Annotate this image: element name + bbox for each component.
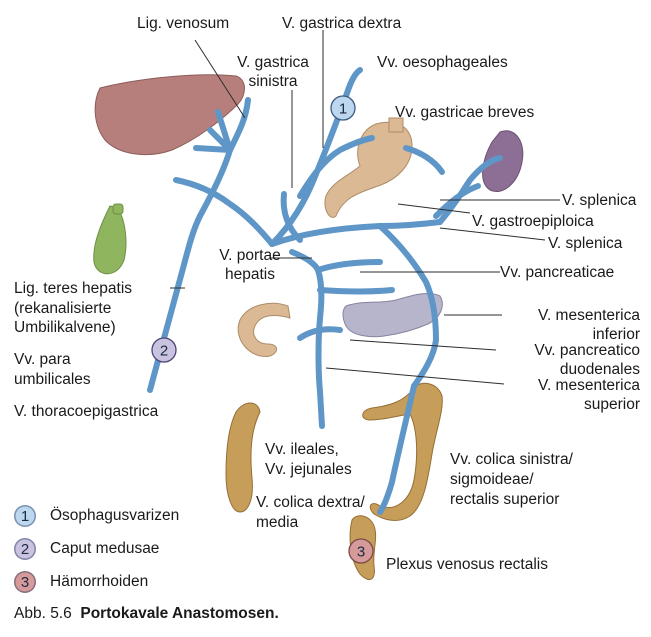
marker-2: 2 [151,337,177,363]
label-v-portae-2: hepatis [225,266,275,283]
legend-badge-3: 3 [14,571,36,593]
label-vv-pancreaticae: Vv. pancreaticae [500,264,615,281]
caption-title: Portokavale Anastomosen. [80,605,279,622]
colon-left [362,382,443,521]
legend-text-1: Ösophagusvarizen [50,507,180,524]
gallbladder-duct [112,203,124,215]
label-v-thoracoepigastrica: V. thoracoepigastrica [14,403,159,420]
marker-2-label: 2 [160,343,168,360]
label-v-splenica-1: V. splenica [562,192,637,209]
label-v-colica-dextra-2: media [256,514,299,531]
legend-badge-2: 2 [14,538,36,560]
label-vv-ileales-1: Vv. ileales, [265,441,339,458]
label-plexus-venosus-rectalis: Plexus venosus rectalis [386,556,548,573]
vein-network [147,67,503,515]
label-v-mes-inf-2: inferior [592,326,640,343]
legend-item-3: 3 Hämorrhoiden [14,570,148,594]
legend-text-3: Hämorrhoiden [50,573,149,590]
label-v-gastroepiploica: V. gastroepiploica [472,213,594,230]
label-v-gastrica-sinistra-1: V. gastrica [237,54,309,71]
label-lig-venosum: Lig. venosum [137,15,230,32]
label-vv-oesophageales: Vv. oesophageales [377,54,508,71]
legend-item-1: 1 Ösophagusvarizen [14,504,179,528]
figure-caption: Abb. 5.6 Portokavale Anastomosen. [14,605,279,623]
esophagus-stub [388,117,404,133]
duodenum [237,302,291,357]
legend-item-2: 2 Caput medusae [14,537,159,561]
pancreas [342,293,443,338]
label-vv-ileales-2: Vv. jejunales [265,461,352,478]
label-v-mes-sup-1: V. mesenterica [538,377,640,394]
marker-1: 1 [330,95,356,121]
label-v-colica-dextra-1: V. colica dextra/ [256,494,365,511]
label-vv-para-1: Vv. para [14,351,71,368]
label-vv-colica-sinistra-2: sigmoideae/ [450,471,534,488]
gallbladder [93,205,127,275]
legend-text-2: Caput medusae [50,540,160,557]
caption-prefix: Abb. 5.6 [14,605,72,622]
legend-badge-1: 1 [14,505,36,527]
label-lig-teres-3: Umbilikalvene) [14,319,116,336]
label-vv-para-2: umbilicales [14,371,91,388]
label-v-portae-1: V. portae [219,247,281,264]
label-vv-pancreatico-1: Vv. pancreatico [534,342,640,359]
label-v-mes-inf-1: V. mesenterica [538,307,640,324]
label-v-mes-sup-2: superior [584,396,640,413]
label-lig-teres-2: (rekanalisierte [14,300,112,317]
label-vv-colica-sinistra-3: rectalis superior [450,491,560,508]
label-v-splenica-2: V. splenica [548,235,623,252]
marker-1-label: 1 [339,101,347,118]
label-v-gastrica-dextra: V. gastrica dextra [282,15,402,32]
label-v-gastrica-sinistra-2: sinistra [248,73,298,90]
label-lig-teres-1: Lig. teres hepatis [14,280,133,297]
label-vv-colica-sinistra-1: Vv. colica sinistra/ [450,451,573,468]
label-vv-pancreatico-2: duodenales [559,361,640,378]
label-vv-gastricae-breves: Vv. gastricae breves [395,104,535,121]
colon-right [225,402,261,513]
marker-3-label: 3 [357,544,365,561]
leader-lines [170,30,560,385]
stomach [324,121,413,218]
marker-3: 3 [348,538,374,564]
